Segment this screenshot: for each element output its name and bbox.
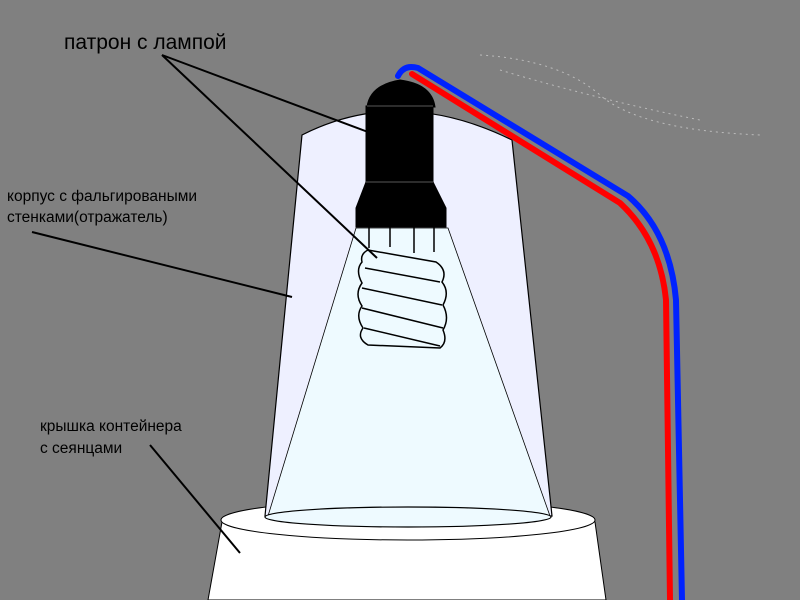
wire-red: [409, 71, 673, 600]
label-socket: патрон с лампой: [64, 31, 227, 54]
label-reflector-2: стенками(отражатель): [7, 209, 168, 226]
label-reflector-1: корпус с фальгироваными: [7, 188, 198, 205]
lamp: [357, 226, 448, 349]
lamp-socket: [355, 79, 447, 228]
faint-marks: [479, 54, 761, 136]
label-lid-1: крышка контейнера: [40, 418, 182, 435]
wire-blue: [395, 64, 685, 600]
label-lid-2: с сеянцами: [40, 440, 123, 457]
leader-lines: [31, 54, 378, 554]
power-cable: [395, 64, 685, 600]
